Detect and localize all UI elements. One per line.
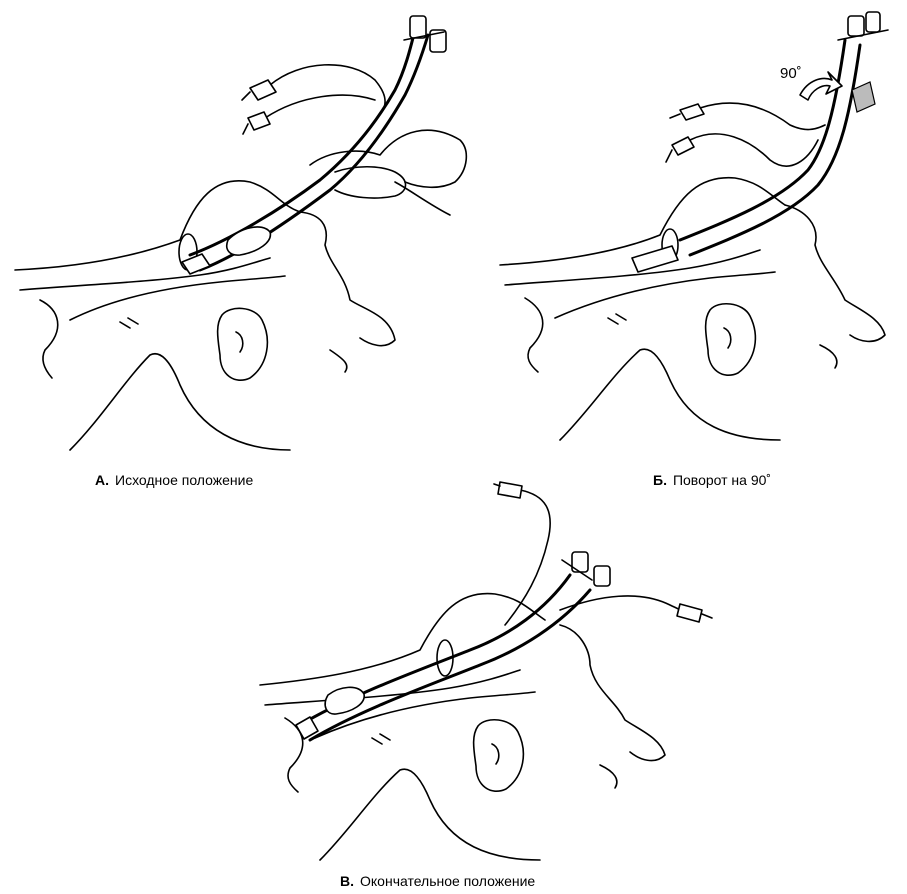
panel-b-airway — [504, 249, 761, 286]
panel-a-face-outline — [14, 180, 301, 271]
caption-a-text: Исходное положение — [115, 472, 254, 488]
caption-c-letter: В. — [340, 873, 354, 889]
panel-b-rotation-label: 90˚ — [780, 65, 802, 82]
panel-a-drawing — [14, 15, 468, 451]
panel-a-neck — [69, 353, 291, 451]
panel-c-pilot-line-1 — [504, 489, 551, 626]
panel-c-connector-1 — [497, 481, 523, 499]
panel-a-top-connector-1 — [409, 15, 427, 39]
panel-c-airway — [264, 669, 521, 706]
panel-a-pilot-line-2 — [264, 94, 376, 119]
caption-b-letter: Б. — [653, 472, 667, 488]
caption-a-letter: А. — [95, 472, 109, 488]
panel-a-hand — [309, 129, 468, 189]
panel-b-face-outline — [499, 176, 786, 266]
panel-b-strap — [851, 81, 876, 113]
caption-b-text: Поворот на 90˚ — [672, 472, 772, 488]
panel-a-top-connector-2 — [429, 29, 447, 53]
panel-a-airway — [19, 257, 271, 291]
panel-c-drawing — [259, 481, 713, 861]
panel-b-tube — [678, 38, 847, 242]
panel-a-tube — [188, 28, 417, 257]
panel-c-neck — [319, 768, 541, 861]
panel-b-ear — [704, 303, 757, 376]
panel-a-connector-1 — [249, 79, 277, 101]
panel-a-ear — [216, 307, 269, 381]
panel-b-connector-2 — [671, 136, 695, 156]
panel-c-connector-2 — [676, 603, 703, 623]
panel-c-face-outline — [259, 592, 546, 686]
panel-b-top-connector-1 — [847, 15, 865, 37]
panel-b-pilot-line-2 — [689, 133, 819, 167]
panel-b-rotation-arrow — [799, 71, 843, 101]
panel-c-top-connector-2 — [593, 565, 611, 587]
panel-b-drawing — [499, 11, 889, 441]
panel-a-cuff-distal — [225, 226, 272, 256]
caption-b: Б. Поворот на 90˚ — [653, 472, 771, 488]
panel-b-top-connector-2 — [865, 11, 881, 33]
caption-c-text: Окончательное положение — [360, 873, 536, 889]
panel-b-neck — [559, 348, 781, 441]
caption-c: В. Окончательное положение — [340, 873, 535, 889]
panel-c-cuff-ring — [436, 639, 454, 677]
panel-a-pilot-line-1 — [269, 64, 386, 113]
panel-c-cuff-distal — [324, 686, 365, 715]
panel-a-connector-2 — [247, 111, 271, 131]
panel-b-connector-1 — [679, 103, 705, 121]
panel-c-ear — [472, 719, 525, 792]
panel-b-pilot-line-1 — [699, 102, 826, 131]
caption-a: А. Исходное положение — [95, 472, 253, 488]
